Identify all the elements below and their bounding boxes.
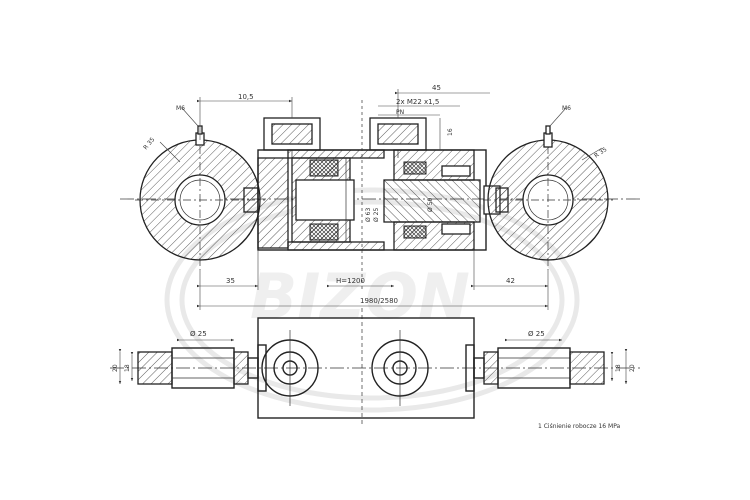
dim-width-left-inner: 18 <box>124 364 131 372</box>
dim-bore-inner: Ø 25 <box>373 208 380 222</box>
dim-port-thread: 2x M22 x1,5 <box>396 98 439 106</box>
dim-pin-right: Ø 25 <box>528 330 545 338</box>
section-view: 10,5 45 2x M22 x1,5 PN 16 M6 M6 R 35 R 3… <box>120 84 640 310</box>
plan-right-eye <box>473 347 605 389</box>
dim-width-right-outer: 20 <box>629 364 636 372</box>
dim-width-left-outer: 20 <box>112 364 119 372</box>
dim-left-end: 35 <box>226 277 235 285</box>
plan-view: Ø 25 Ø 25 20 18 18 20 <box>110 308 640 425</box>
dim-bore: Ø 63 <box>365 208 372 222</box>
dim-rod: Ø 50 <box>427 198 434 212</box>
dim-port-spacing: 45 <box>432 84 441 92</box>
dim-width-right-inner: 18 <box>615 364 622 372</box>
dimension-lines <box>159 89 603 310</box>
dim-eye-radius-right: R 35 <box>593 146 608 160</box>
dim-grease-right: M6 <box>562 105 571 112</box>
plan-port-left <box>261 330 319 406</box>
dim-port-offset: 10,5 <box>238 93 254 101</box>
left-eye <box>135 125 265 270</box>
dim-pin-left: Ø 25 <box>190 330 207 338</box>
dim-port-code: PN <box>396 109 404 116</box>
dim-port-depth: 16 <box>447 128 454 136</box>
cylinder-body <box>257 100 501 290</box>
pressure-note: 1 Ciśnienie robocze 16 MPa <box>538 423 621 430</box>
dim-total-length: 1980/2580 <box>360 297 398 305</box>
dim-right-end: 42 <box>506 277 515 285</box>
plan-port-right <box>371 330 429 406</box>
dim-grease-left: M6 <box>176 105 185 112</box>
dim-stroke: H=1200 <box>336 277 365 285</box>
watermark-text: BIZON <box>250 260 470 333</box>
watermark: BIZON <box>164 187 580 413</box>
plan-left-eye <box>137 347 259 389</box>
dim-eye-radius-left: R 35 <box>142 136 156 151</box>
right-eye <box>483 125 613 270</box>
